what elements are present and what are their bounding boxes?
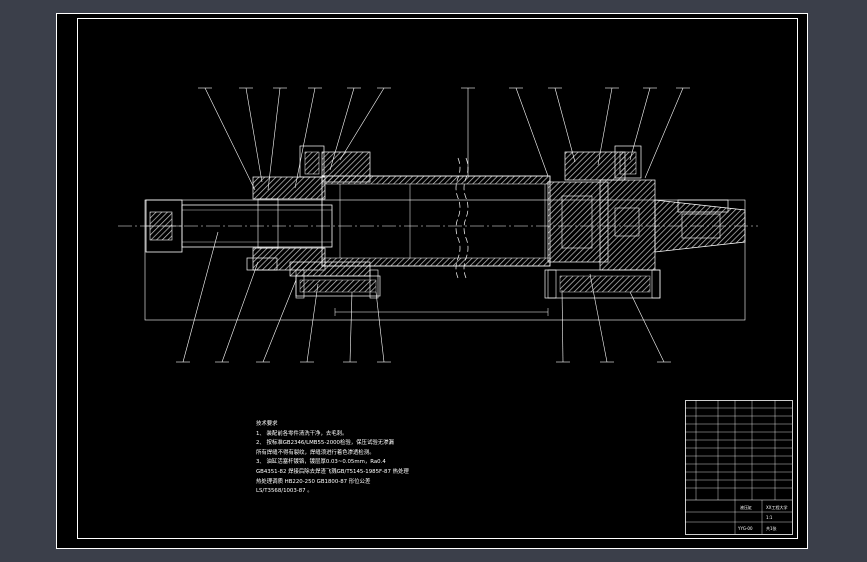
outer-frame <box>56 13 808 549</box>
technical-notes: 技术要求 1、 装配前各零件清洗干净，去毛刺。 2、 按标准GB2346/LMB… <box>256 420 456 497</box>
technical-note-line: GB4351-82 焊接后除去焊渣飞溅GB/T5145-1985F-87 热处理 <box>256 468 409 475</box>
title-block-drawing-number: YYG-00 <box>737 526 753 531</box>
technical-note-line: 热处理调质 HB220-250 GB1800-87 形位公差 <box>256 478 371 485</box>
leader-lines-top <box>204 87 684 191</box>
piston <box>547 181 609 263</box>
title-block-scale: 1:1 <box>766 515 773 520</box>
sheet-background <box>56 13 808 549</box>
inner-frame <box>77 18 798 539</box>
technical-note-line: 1、 装配前各零件清洗干净，去毛刺。 <box>256 430 348 437</box>
tie-bolts <box>295 269 661 299</box>
technical-note-line: 所有焊缝不得有裂纹，焊缝须进行着色渗透检测。 <box>256 449 375 456</box>
technical-note-line: 2、 按标准GB2346/LMB55-2000检验，保压试验无渗漏 <box>256 440 394 447</box>
length-dimension <box>334 308 549 316</box>
rear-end-cap <box>544 145 661 299</box>
leader-lines-bottom <box>182 231 665 363</box>
rear-clevis <box>654 199 746 253</box>
title-block-sheet: 共1张 <box>766 525 777 531</box>
technical-note-line: LS/T3568/1003-87 。 <box>256 488 313 495</box>
envelope-outline <box>144 199 746 321</box>
technical-note-line: 3、 油缸活塞杆镀铬，镀层厚0.03~0.05mm，Ra0.4 <box>256 459 386 466</box>
piston-rod <box>181 204 333 248</box>
title-block: 液压缸 XX工程大学 YYG-00 1:1 共1张 <box>685 400 793 535</box>
technical-notes-heading: 技术要求 <box>256 421 278 427</box>
title-block-drawing-title: 液压缸 <box>740 504 752 510</box>
title-block-company: XX工程大学 <box>766 504 787 510</box>
